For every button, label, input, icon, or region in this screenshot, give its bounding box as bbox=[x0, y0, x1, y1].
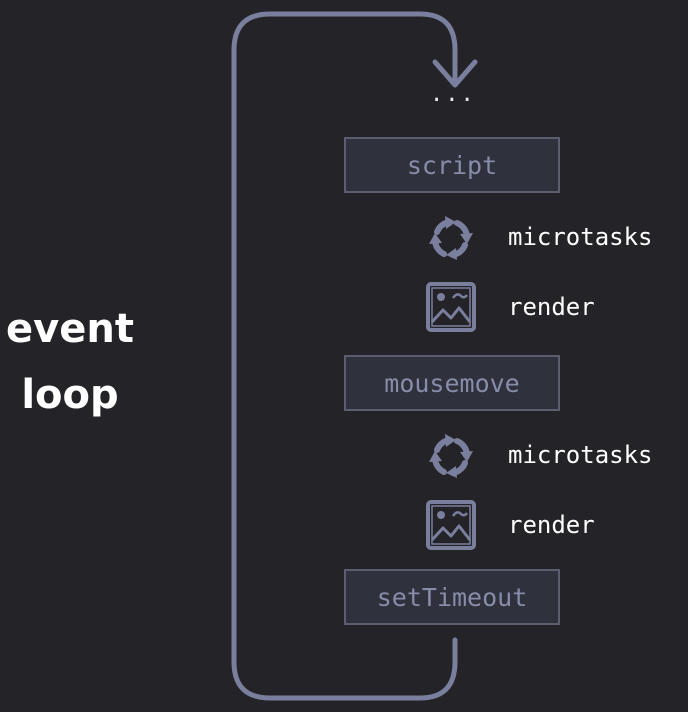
task-mousemove: mousemove bbox=[344, 355, 560, 411]
ellipsis: ... bbox=[430, 82, 476, 107]
image-icon bbox=[426, 500, 476, 550]
task-script: script bbox=[344, 137, 560, 193]
image-icon bbox=[426, 282, 476, 332]
title-loop: loop bbox=[21, 372, 119, 418]
task-settimeout: setTimeout bbox=[344, 569, 560, 625]
refresh-cycle-icon bbox=[429, 434, 473, 478]
render-label-2: render bbox=[508, 511, 595, 539]
microtasks-label-1: microtasks bbox=[508, 223, 653, 251]
title-event: event bbox=[6, 306, 134, 352]
microtasks-label-2: microtasks bbox=[508, 441, 653, 469]
refresh-cycle-icon bbox=[429, 216, 473, 260]
render-label-1: render bbox=[508, 293, 595, 321]
